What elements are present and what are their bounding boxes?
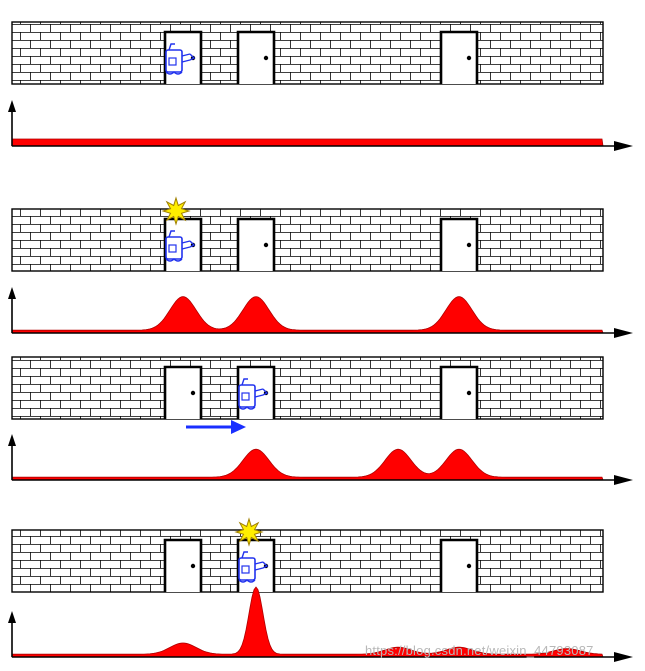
belief-curve xyxy=(11,448,604,481)
door-frame xyxy=(439,365,479,419)
door-2 xyxy=(236,30,276,84)
door-1 xyxy=(163,365,203,419)
x-axis-arrowhead xyxy=(614,328,633,338)
y-axis-arrowhead xyxy=(8,100,16,112)
robot-panel xyxy=(241,392,250,401)
door-frame xyxy=(236,365,276,419)
door-opening xyxy=(441,219,477,271)
motion-arrowhead-icon xyxy=(231,420,246,434)
x-axis-arrowhead xyxy=(614,652,633,662)
x-axis-arrowhead xyxy=(614,141,633,151)
door-opening xyxy=(238,32,274,84)
belief-curve xyxy=(11,296,604,334)
door-opening xyxy=(441,367,477,419)
robot-wheels xyxy=(238,579,256,583)
door-frame xyxy=(163,30,203,84)
robot-panel xyxy=(168,57,177,66)
door-opening xyxy=(165,367,201,419)
door-opening xyxy=(238,219,274,271)
door-3 xyxy=(439,217,479,271)
y-axis-arrowhead xyxy=(8,434,16,446)
door-knob xyxy=(466,55,472,61)
robot-body xyxy=(165,49,183,73)
robot-antenna xyxy=(241,551,248,559)
door-3 xyxy=(439,365,479,419)
robot-arm xyxy=(254,561,269,571)
door-opening xyxy=(441,32,477,84)
door-2 xyxy=(236,217,276,271)
door-opening xyxy=(165,540,201,592)
robot-wheels xyxy=(165,258,183,262)
door-knob xyxy=(190,563,196,569)
door-opening xyxy=(441,540,477,592)
door-frame xyxy=(439,538,479,592)
brick-wall xyxy=(11,21,604,85)
door-frame xyxy=(236,30,276,84)
scene-sense-door-again xyxy=(8,517,633,662)
robot-icon xyxy=(238,378,269,410)
door-knob xyxy=(466,242,472,248)
robot-arm xyxy=(181,240,196,250)
scene-initial-uniform-belief xyxy=(8,21,633,151)
brick-wall xyxy=(11,208,604,272)
robot-wheels xyxy=(238,406,256,410)
robot-body xyxy=(165,236,183,260)
door-1 xyxy=(163,538,203,592)
robot-arm xyxy=(254,388,269,398)
door-3 xyxy=(439,30,479,84)
robot-body xyxy=(238,557,256,581)
y-axis-arrowhead xyxy=(8,287,16,299)
robot-panel xyxy=(168,244,177,253)
door-frame xyxy=(236,217,276,271)
door-knob xyxy=(190,390,196,396)
belief-curve xyxy=(11,138,604,147)
robot-antenna xyxy=(168,43,175,51)
door-frame xyxy=(163,365,203,419)
door-frame xyxy=(439,217,479,271)
robot-icon xyxy=(165,230,196,262)
x-axis-arrowhead xyxy=(614,475,633,485)
door-frame xyxy=(439,30,479,84)
door-frame xyxy=(163,538,203,592)
robot-antenna xyxy=(241,378,248,386)
sensor-flash-icon xyxy=(234,517,264,547)
door-knob xyxy=(263,242,269,248)
robot-arm xyxy=(181,53,196,63)
scene-move-right xyxy=(8,356,633,485)
watermark-text: https://blog.csdn.net/weixin_44793087 xyxy=(365,643,594,658)
door-knob xyxy=(263,55,269,61)
belief-curve xyxy=(11,586,604,658)
y-axis-arrowhead xyxy=(8,611,16,623)
scene-sense-door xyxy=(8,196,633,338)
robot-body xyxy=(238,384,256,408)
door-3 xyxy=(439,538,479,592)
robot-wheels xyxy=(165,71,183,75)
robot-antenna xyxy=(168,230,175,238)
brick-wall xyxy=(11,356,604,420)
door-knob xyxy=(466,563,472,569)
robot-icon xyxy=(238,551,269,583)
brick-wall xyxy=(11,529,604,593)
robot-panel xyxy=(241,565,250,574)
robot-icon xyxy=(165,43,196,75)
door-knob xyxy=(466,390,472,396)
sensor-flash-icon xyxy=(161,196,191,226)
